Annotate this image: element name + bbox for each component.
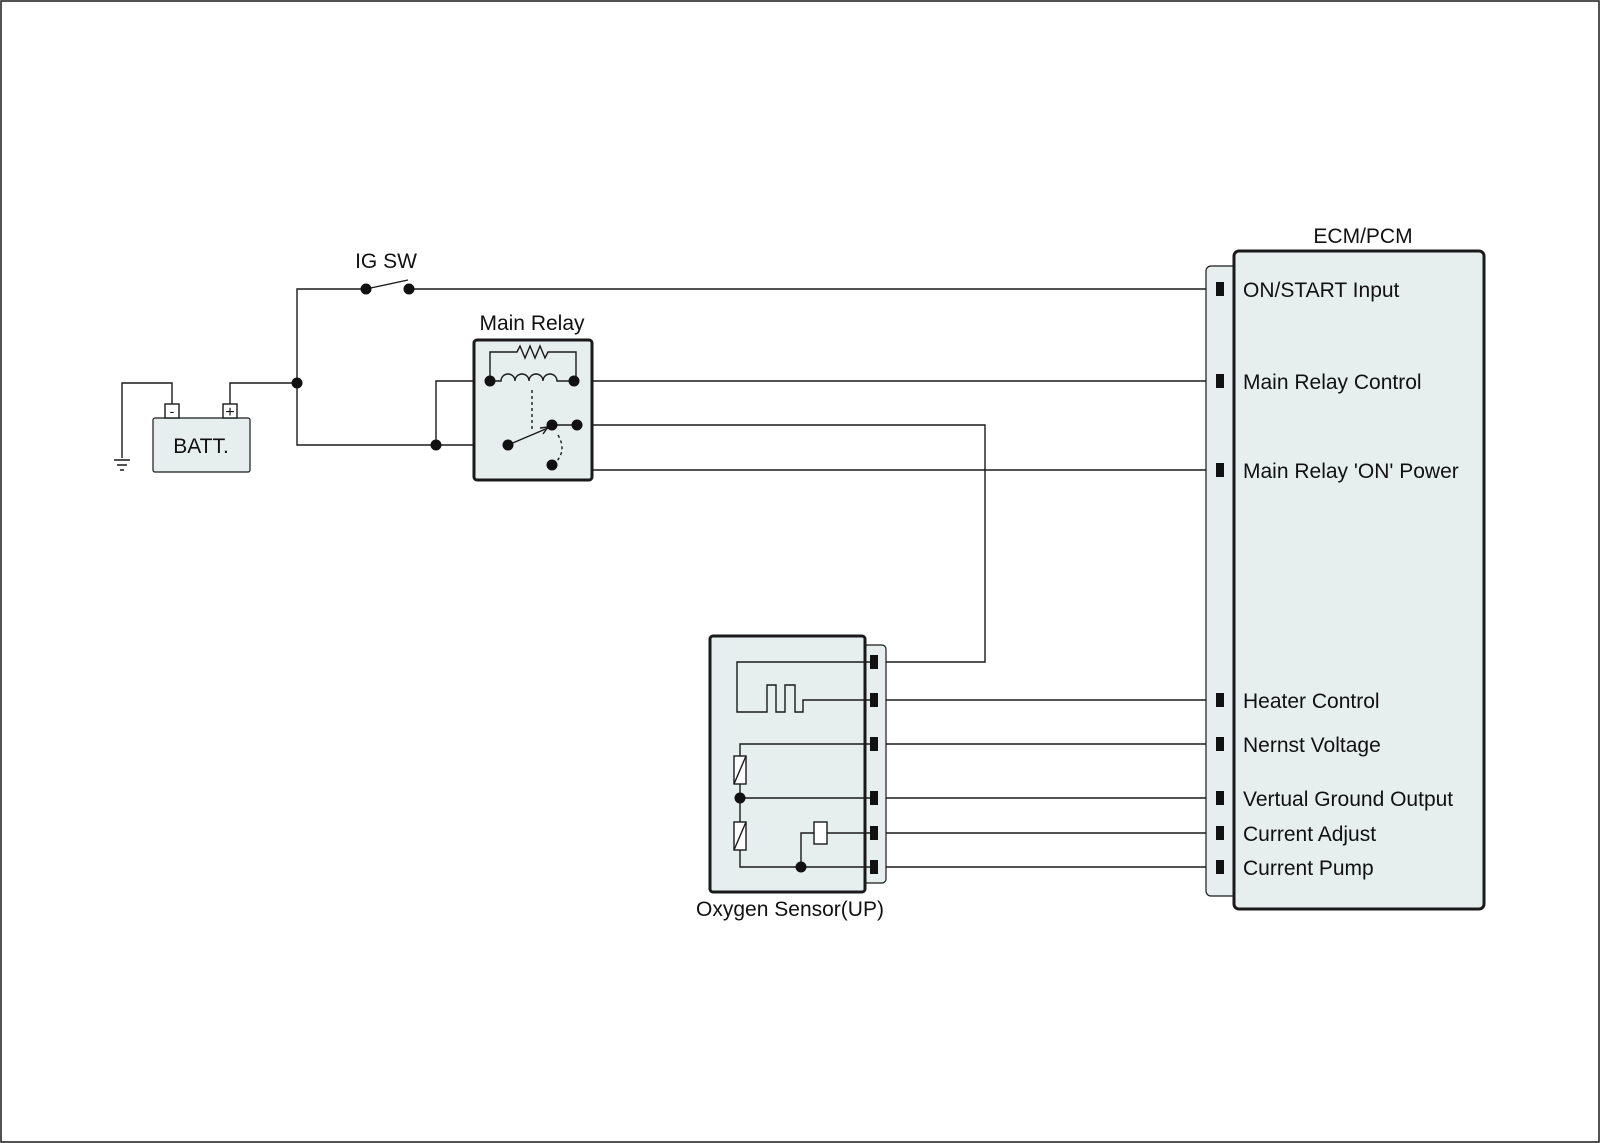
ecm-pins (1216, 282, 1224, 874)
battery-label: BATT. (173, 435, 229, 458)
pin-label-on-start-input: ON/START Input (1243, 279, 1400, 302)
pin-label-current-pump: Current Pump (1243, 857, 1374, 880)
battery-positive-label: + (225, 404, 234, 421)
oxygen-sensor-label: Oxygen Sensor(UP) (696, 898, 884, 921)
pin-label-virtual-ground-output: Vertual Ground Output (1243, 788, 1453, 811)
ecm-pin-labels: ON/START Input Main Relay Control Main R… (1243, 279, 1459, 880)
main-relay-label: Main Relay (479, 312, 585, 335)
pin-label-main-relay-on-power: Main Relay 'ON' Power (1243, 460, 1459, 483)
pin-label-current-adjust: Current Adjust (1243, 823, 1376, 846)
battery-negative-label: - (170, 403, 175, 419)
battery: - + BATT. (152, 403, 251, 473)
ecm-pcm: ECM/PCM (1205, 225, 1486, 911)
ecm-label: ECM/PCM (1313, 225, 1412, 248)
oxygen-sensor: Oxygen Sensor(UP) (696, 634, 887, 921)
sensor-pins (870, 655, 878, 874)
pin-label-nernst-voltage: Nernst Voltage (1243, 734, 1381, 757)
ignition-switch-label: IG SW (355, 250, 417, 273)
pin-label-main-relay-control: Main Relay Control (1243, 371, 1422, 394)
junction-dots (291, 283, 807, 873)
pin-label-heater-control: Heater Control (1243, 690, 1380, 713)
ignition-switch: IG SW (355, 250, 417, 290)
